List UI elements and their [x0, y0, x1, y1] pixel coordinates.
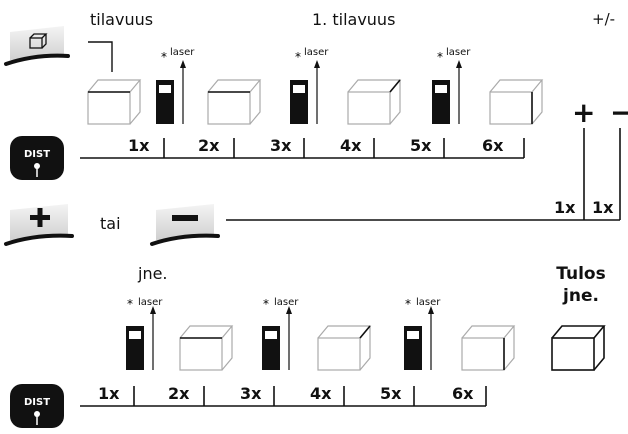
laser-label: laser — [170, 47, 195, 58]
laser-device-icon: * — [404, 297, 434, 370]
cube-step-7-icon — [461, 325, 516, 371]
timeline-row3 — [80, 386, 487, 407]
plus-count-label: 1x — [554, 198, 576, 217]
laser-label: laser — [446, 47, 471, 58]
result-label-line2: jne. — [563, 286, 599, 306]
cube-step-1-icon — [87, 79, 142, 125]
press-count-label: 2x — [168, 384, 190, 403]
cube-step-3-icon — [347, 79, 402, 125]
laser-label: laser — [304, 47, 329, 58]
svg-text:DIST: DIST — [24, 397, 50, 408]
minus-symbol: − — [610, 96, 628, 129]
svg-text:*: * — [161, 50, 167, 64]
label-etc: jne. — [138, 264, 168, 283]
press-count-label: 1x — [128, 136, 150, 155]
timeline-row1 — [80, 138, 525, 159]
svg-text:*: * — [127, 297, 133, 311]
press-count-label: 4x — [310, 384, 332, 403]
press-count-label: 5x — [380, 384, 402, 403]
press-count-label: 2x — [198, 136, 220, 155]
laser-label: laser — [274, 297, 299, 308]
cube-step-6-icon — [317, 325, 372, 371]
label-plus-minus: +/- — [592, 10, 616, 28]
label-volume: tilavuus — [90, 10, 154, 29]
press-count-label: 4x — [340, 136, 362, 155]
press-count-label: 3x — [240, 384, 262, 403]
press-count-label: 3x — [270, 136, 292, 155]
minus-count-label: 1x — [592, 198, 614, 217]
dist-button-icon[interactable]: DIST — [10, 136, 64, 180]
laser-label: laser — [416, 297, 441, 308]
label-first-volume: 1. tilavuus — [312, 10, 396, 29]
laser-label: laser — [138, 297, 163, 308]
cube-step-2-icon — [207, 79, 262, 125]
laser-device-icon: * — [290, 50, 320, 124]
dist-button-icon[interactable]: DIST — [10, 384, 64, 428]
cube-step-5-icon — [179, 325, 234, 371]
laser-device-icon: * — [126, 297, 156, 370]
plus-symbol: + — [572, 96, 596, 129]
svg-text:*: * — [405, 297, 411, 311]
minus-key-icon[interactable] — [150, 204, 220, 246]
plus-key-icon[interactable] — [4, 204, 74, 246]
svg-text:DIST: DIST — [24, 149, 50, 160]
result-label-line1: Tulos — [556, 264, 606, 284]
press-count-label: 1x — [98, 384, 120, 403]
press-count-label: 5x — [410, 136, 432, 155]
plus-minus-branch — [226, 128, 621, 221]
cube-step-4-icon — [489, 79, 544, 125]
press-count-label: 6x — [452, 384, 474, 403]
volume-key-icon[interactable] — [4, 26, 70, 66]
svg-text:*: * — [295, 50, 301, 64]
label-or: tai — [100, 214, 121, 233]
laser-device-icon: * — [432, 50, 462, 124]
laser-device-icon: * — [262, 297, 292, 370]
svg-text:*: * — [437, 50, 443, 64]
laser-device-icon: * — [156, 50, 186, 124]
press-count-label: 6x — [482, 136, 504, 155]
svg-text:*: * — [263, 297, 269, 311]
result-cube-icon — [551, 325, 606, 371]
